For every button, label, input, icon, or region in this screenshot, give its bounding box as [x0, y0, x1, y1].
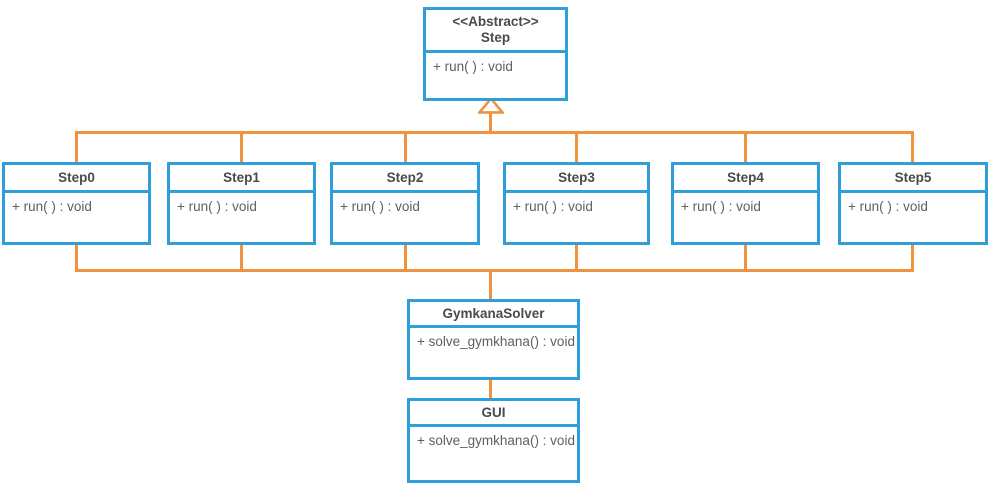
class-box-step3: Step3 + run( ) : void	[503, 162, 650, 245]
association-bus-line	[75, 269, 914, 272]
class-method: + run( ) : void	[681, 199, 761, 214]
class-name: Step3	[506, 165, 647, 193]
class-method: + solve_gymkhana() : void	[417, 433, 575, 448]
class-name: Step0	[5, 165, 148, 193]
class-name: Step1	[170, 165, 313, 193]
class-name: Step	[480, 30, 511, 45]
class-name: Step2	[333, 165, 477, 193]
class-name: Step5	[841, 165, 985, 193]
class-stereotype: <<Abstract>>	[452, 14, 539, 29]
class-method: + solve_gymkhana() : void	[417, 334, 575, 349]
inheritance-arrowhead-icon	[478, 97, 504, 114]
class-box-gui: GUI + solve_gymkhana() : void	[407, 398, 580, 483]
association-stub-step0	[75, 244, 78, 272]
class-name: Step4	[674, 165, 817, 193]
inheritance-bus-line	[75, 131, 914, 134]
connector-solver-to-gui	[489, 378, 492, 399]
association-stub-step2	[404, 244, 407, 272]
association-stub-step3	[575, 244, 578, 272]
class-method: + run( ) : void	[513, 199, 593, 214]
class-method: + run( ) : void	[433, 59, 513, 74]
class-method: + run( ) : void	[848, 199, 928, 214]
class-name: GymkanaSolver	[410, 302, 577, 328]
inheritance-stub-step3	[575, 131, 578, 163]
class-header: <<Abstract>> Step	[426, 10, 565, 53]
inheritance-trunk-line	[489, 112, 492, 134]
class-box-step5: Step5 + run( ) : void	[838, 162, 988, 245]
inheritance-stub-step4	[744, 131, 747, 163]
class-method: + run( ) : void	[340, 199, 420, 214]
class-box-step4: Step4 + run( ) : void	[671, 162, 820, 245]
connector-bus-to-solver	[489, 269, 492, 300]
inheritance-stub-step0	[75, 131, 78, 163]
class-box-step1: Step1 + run( ) : void	[167, 162, 316, 245]
class-box-abstract-step: <<Abstract>> Step + run( ) : void	[423, 7, 568, 101]
class-box-step2: Step2 + run( ) : void	[330, 162, 480, 245]
inheritance-stub-step2	[404, 131, 407, 163]
inheritance-stub-step1	[240, 131, 243, 163]
class-box-gymkanasolver: GymkanaSolver + solve_gymkhana() : void	[407, 299, 580, 380]
class-box-step0: Step0 + run( ) : void	[2, 162, 151, 245]
inheritance-stub-step5	[911, 131, 914, 163]
class-method: + run( ) : void	[12, 199, 92, 214]
association-stub-step4	[744, 244, 747, 272]
association-stub-step5	[911, 244, 914, 272]
class-method: + run( ) : void	[177, 199, 257, 214]
association-stub-step1	[240, 244, 243, 272]
class-name: GUI	[410, 401, 577, 427]
